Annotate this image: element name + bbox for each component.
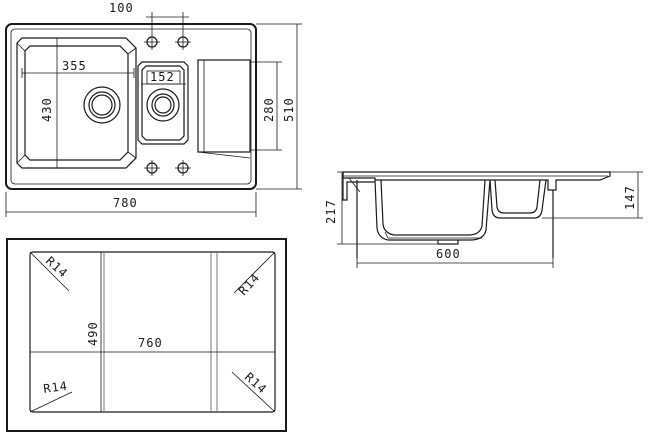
dimension-overall-width: 780 <box>5 192 257 217</box>
radius-callout-bottom-left: R14 <box>29 379 73 413</box>
dimension-overall-height: 217 <box>324 171 438 245</box>
dimension-label-780: 780 <box>113 196 138 210</box>
radius-label-bottom-left: R14 <box>42 379 68 396</box>
tap-hole-top-right <box>175 34 191 50</box>
dimension-small-bowl-width: 152 <box>141 70 186 85</box>
dimension-main-bowl-depth: 430 <box>40 37 62 169</box>
dimension-label-430: 430 <box>40 97 54 122</box>
dimension-label-100: 100 <box>109 1 134 15</box>
dimension-small-bowl-depth: 280 <box>250 61 282 151</box>
dimension-label-280: 280 <box>262 97 276 122</box>
dimension-tap-spacing: 100 <box>109 1 189 34</box>
side-view: 217 147 600 <box>324 171 643 268</box>
countertop-outline <box>6 238 287 432</box>
small-bowl <box>137 61 189 145</box>
dimension-label-152: 152 <box>150 70 175 84</box>
dimension-label-147: 147 <box>623 185 637 210</box>
main-bowl <box>16 37 137 169</box>
dimension-label-510: 510 <box>282 97 296 122</box>
sink-outline <box>5 23 257 190</box>
radius-callout-top-right: R14 <box>233 251 276 298</box>
tap-hole-bottom-right <box>175 160 191 176</box>
sink-inner-rim <box>10 28 252 185</box>
main-bowl-drain <box>83 86 121 124</box>
dimension-label-760: 760 <box>138 336 163 350</box>
drainer-area <box>197 59 251 153</box>
tap-hole-bottom-left <box>144 160 160 176</box>
tap-hole-top-left <box>144 34 160 50</box>
dimension-label-355: 355 <box>62 59 87 73</box>
cutout-view: 490 760 R14 R14 R14 R14 <box>6 238 287 432</box>
dimension-cabinet-width: 600 <box>356 247 554 268</box>
side-drain-pipe <box>437 240 459 245</box>
radius-label-bottom-right: R14 <box>242 370 270 397</box>
small-bowl-drain <box>146 88 180 122</box>
dimension-label-217: 217 <box>324 199 338 224</box>
radius-label-top-left: R14 <box>43 254 71 281</box>
dimension-small-bowl-height: 147 <box>542 171 643 219</box>
radius-callout-top-left: R14 <box>29 251 71 292</box>
dimension-main-bowl-width: 355 <box>21 59 135 78</box>
dimension-label-600: 600 <box>436 247 461 261</box>
dimension-label-490: 490 <box>86 321 100 346</box>
dimension-cutout-width: 760 <box>30 336 275 353</box>
top-view: 100 355 152 430 280 <box>5 1 302 217</box>
side-small-bowl <box>489 179 547 219</box>
cutout-outline <box>29 251 276 413</box>
dimension-cutout-depth: 490 <box>86 252 102 412</box>
side-mounting-clip-left <box>342 172 375 201</box>
dimension-overall-depth: 510 <box>256 23 302 190</box>
radius-callout-bottom-right: R14 <box>231 370 276 413</box>
side-main-bowl <box>374 179 491 241</box>
side-rim <box>342 171 611 191</box>
radius-label-top-right: R14 <box>236 270 263 298</box>
